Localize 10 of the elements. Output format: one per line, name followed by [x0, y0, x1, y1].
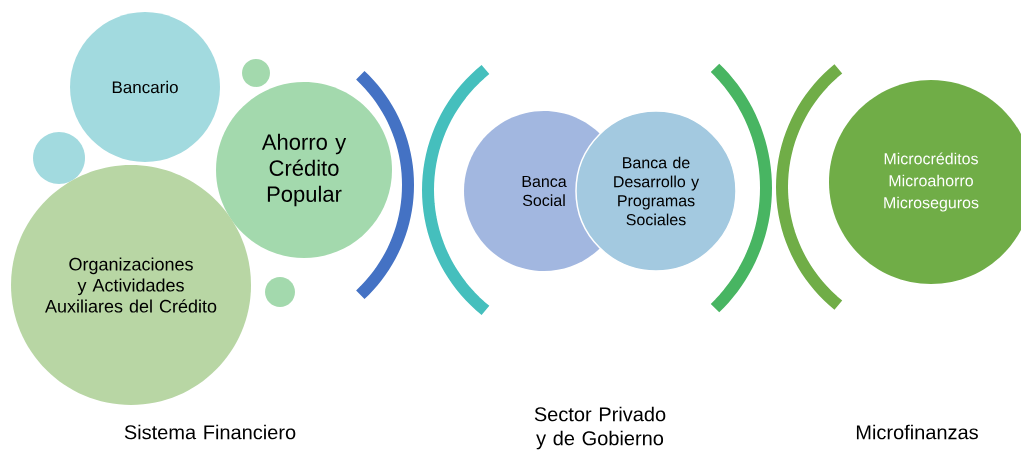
circle-node: Ahorro y Crédito Popular — [216, 82, 392, 258]
circle-node: Banca de Desarrollo y Programas Sociales — [575, 110, 737, 272]
circle-node: Organizaciones y Actividades Auxiliares del Crédito — [11, 165, 251, 405]
circle-node: Bancario — [70, 12, 220, 162]
circle-dot — [242, 59, 270, 87]
section-label: Sistema Financiero — [124, 424, 296, 440]
section-label: Microfinanzas — [856, 424, 978, 440]
section-label: Sector Privado y de Gobierno — [534, 406, 666, 450]
circle-dot — [265, 277, 295, 307]
circle-dot — [33, 132, 85, 184]
